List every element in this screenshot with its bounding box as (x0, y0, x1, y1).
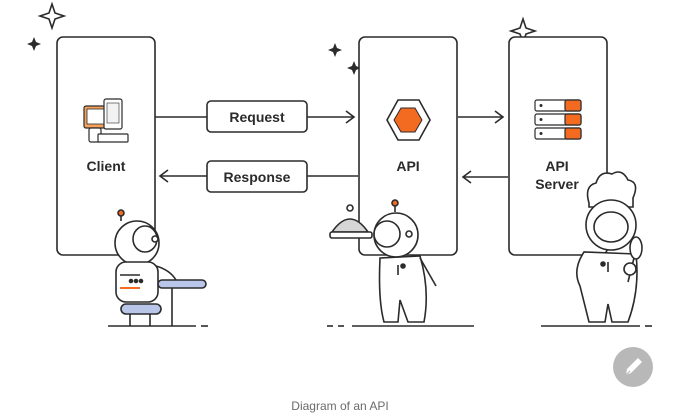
sparkle-icon (347, 61, 361, 75)
api-waiter-astronaut-illustration (329, 199, 437, 323)
server-stack-icon (534, 99, 582, 140)
server-box (508, 36, 608, 256)
api-label: API (396, 158, 419, 174)
client-box (56, 36, 156, 256)
server-chef-astronaut-illustration (576, 171, 643, 323)
pen-nib-icon[interactable] (613, 347, 653, 387)
sparkle-icon (328, 43, 342, 57)
response-label: Response (224, 169, 291, 185)
server-label-line1: API (545, 158, 568, 174)
api-to-server-arrow (458, 110, 505, 124)
server-to-api-arrow (461, 170, 508, 184)
client-label: Client (87, 158, 126, 174)
pen-nib-icon (625, 358, 642, 376)
api-box (358, 36, 458, 256)
hexagon-icon (386, 99, 431, 141)
client-astronaut-illustration (114, 209, 207, 326)
request-arrow (155, 110, 356, 124)
diagram-caption: Diagram of an API (291, 399, 389, 413)
server-label-line2: Server (535, 176, 579, 192)
request-pill (206, 100, 308, 133)
sparkle-icon (37, 1, 67, 31)
request-label: Request (229, 109, 285, 125)
response-pill (206, 160, 308, 193)
response-arrow (158, 169, 358, 183)
devices-icon (83, 98, 129, 143)
sparkle-icon (27, 37, 41, 51)
